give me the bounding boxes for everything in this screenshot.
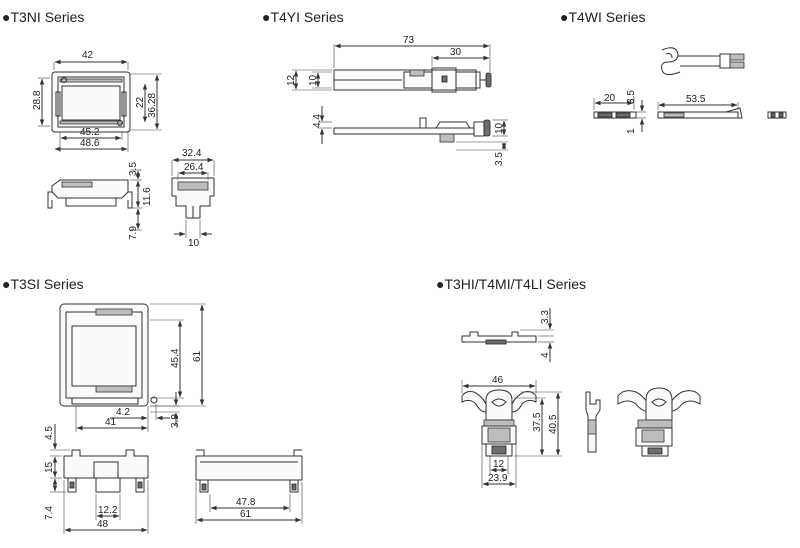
t3hi-dim-40-5: 40.5	[548, 414, 559, 434]
t3hi-profile-view	[585, 391, 601, 453]
t4wi-top-view	[661, 47, 745, 76]
t4yi-dim-12: 12	[286, 74, 297, 86]
t4yi-dim-10b: 10	[494, 122, 505, 134]
t3si-dim-48: 48	[97, 519, 109, 530]
t4yi-dim-3-5: 3.5	[494, 152, 505, 166]
t3si-dim-7-4: 7.4	[44, 506, 55, 520]
t4wi-dim-1: 1	[626, 128, 637, 134]
t4wi-side-view	[657, 107, 743, 119]
t3ni-dim-45-2: 45.2	[80, 127, 100, 138]
t3ni-end-view	[171, 177, 215, 219]
t3ni-title: ●T3NI Series	[2, 9, 84, 25]
t3hi-title: ●T3HI/T4MI/T4LI Series	[436, 276, 586, 292]
t4wi-end-view	[593, 111, 637, 119]
t3hi-side-view	[461, 331, 537, 345]
t3si-dim-61: 61	[192, 350, 203, 362]
t4yi-dim-4-4: 4.4	[312, 114, 323, 128]
t4yi-dim-73: 73	[403, 35, 415, 46]
t3si-dim-12-2: 12.2	[98, 505, 118, 516]
t3si-side-view	[63, 449, 149, 493]
t3si-section: ●T3SI Series 45.4 61 4.2 41 3.9	[2, 276, 303, 534]
t3si-dim-41: 41	[105, 417, 117, 428]
t4wi-title: ●T4WI Series	[560, 9, 645, 25]
t3hi-section: ●T3HI/T4MI/T4LI Series 3.3 4 46	[436, 276, 701, 488]
t4wi-section: ●T4WI Series 20 3.5 1	[560, 9, 787, 134]
t4yi-top-view	[333, 67, 492, 93]
t3ni-dim-10: 10	[188, 238, 200, 249]
t3ni-dim-7-9: 7.9	[128, 226, 139, 240]
t3ni-dim-28-8: 28.8	[32, 90, 43, 110]
t4wi-dim-53-5: 53.5	[686, 94, 706, 105]
t4yi-side-view	[333, 117, 491, 143]
t3hi-dim-3-3: 3.3	[540, 310, 551, 324]
t3ni-dim-48-6: 48.6	[80, 138, 100, 149]
t4yi-title: ●T4YI Series	[262, 9, 344, 25]
t3hi-dim-4: 4	[540, 352, 551, 358]
t3hi-dim-37-5: 37.5	[532, 412, 543, 432]
t3ni-dim-42: 42	[82, 50, 94, 61]
t4yi-section: ●T4YI Series 73 30 12 10	[262, 9, 508, 166]
t3si-dim-45-4: 45.4	[170, 348, 181, 368]
t3ni-dim-22: 22	[135, 96, 146, 108]
t3hi-dim-12: 12	[493, 459, 505, 470]
t4wi-terminal-view	[767, 111, 787, 119]
t3ni-section: ●T3NI Series 42 28.8 22 36.28	[2, 9, 215, 249]
t3si-dim-61w: 61	[240, 509, 252, 520]
t3si-top-view	[59, 303, 158, 407]
t3ni-dim-32-4: 32.4	[182, 148, 202, 159]
t3hi-dim-23-9: 23.9	[488, 473, 508, 484]
t3si-dim-4-2: 4.2	[116, 407, 130, 418]
t3hi-iso-view	[617, 387, 701, 457]
t3ni-dim-11-6: 11.6	[142, 187, 153, 206]
t4wi-dim-3-5: 3.5	[626, 90, 637, 104]
t3hi-front-view	[461, 389, 537, 457]
t4yi-dim-30: 30	[450, 47, 462, 58]
t4wi-dim-20: 20	[604, 93, 616, 104]
t3hi-dim-46: 46	[492, 375, 504, 386]
t3ni-dim-3-5: 3.5	[128, 162, 139, 176]
t3ni-dim-26-4: 26.4	[184, 162, 204, 173]
t3ni-dim-36-28: 36.28	[147, 93, 158, 118]
t3si-dim-47-8: 47.8	[236, 497, 256, 508]
t4yi-dim-10a: 10	[308, 74, 319, 86]
t3si-dim-4-5: 4.5	[44, 426, 55, 440]
t3ni-top-view	[51, 71, 131, 133]
t3si-dim-3-9: 3.9	[170, 414, 181, 428]
t3si-title: ●T3SI Series	[2, 276, 84, 292]
t3si-dim-15: 15	[44, 461, 55, 473]
t3ni-side-view	[47, 179, 133, 209]
t3si-front-view	[195, 449, 303, 493]
